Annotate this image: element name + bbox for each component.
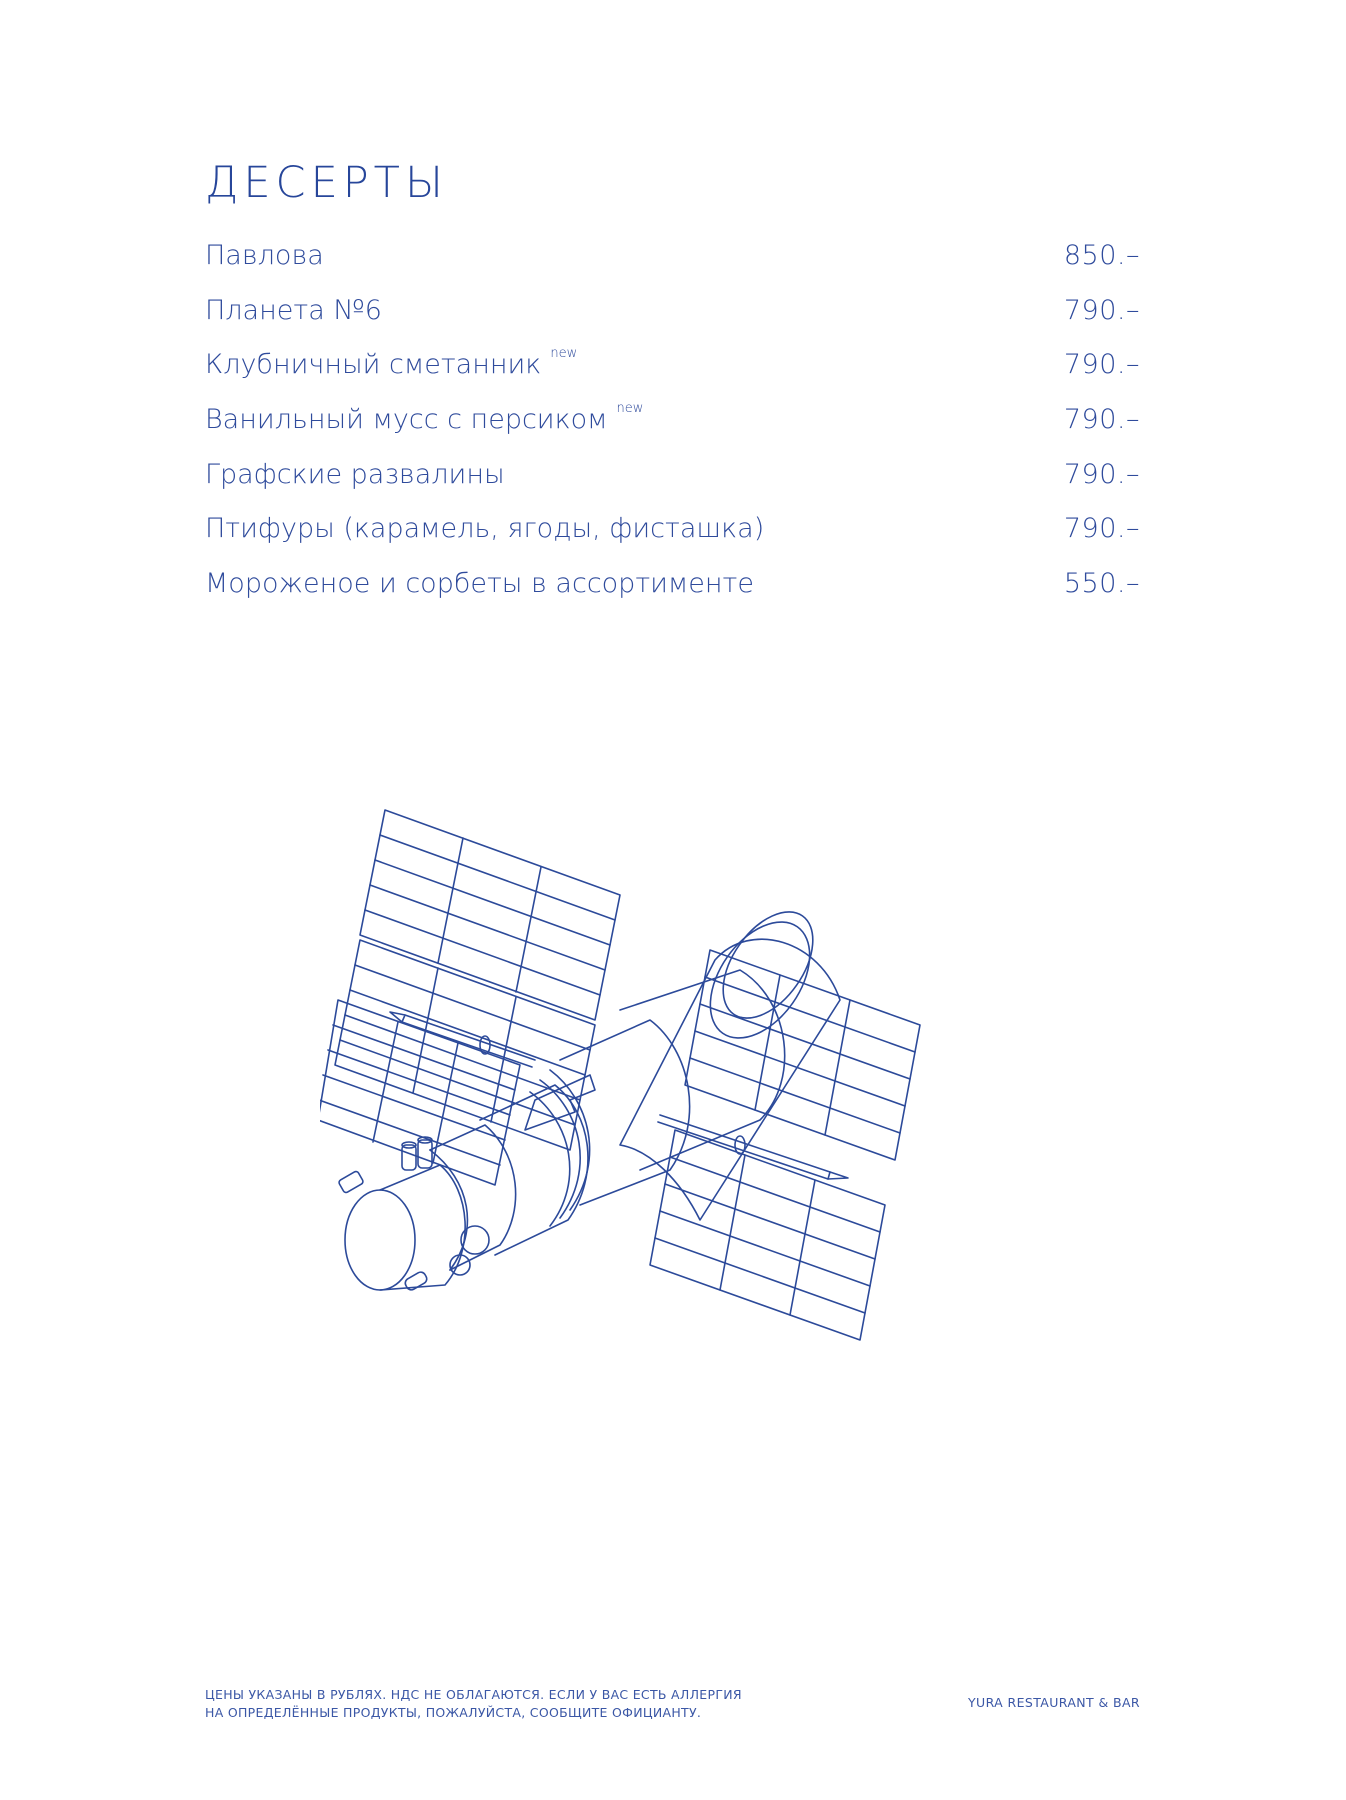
menu-item-price: 790.– (1063, 294, 1140, 326)
menu-item: Птифуры (карамель, ягоды, фисташка) 790.… (205, 513, 1140, 568)
menu-item: Павлова 850.– (205, 240, 1140, 295)
allergy-notice-line: ЦЕНЫ УКАЗАНЫ В РУБЛЯХ. НДС НЕ ОБЛАГАЮТСЯ… (205, 1687, 742, 1702)
menu-item-price: 790.– (1063, 404, 1140, 436)
right-boom (657, 1114, 849, 1180)
menu-item: Планета №6 790.– (205, 295, 1140, 350)
restaurant-brand: YURA RESTAURANT & BAR (968, 1695, 1140, 1710)
menu-item-price: 790.– (1063, 349, 1140, 381)
menu-item: Мороженое и сорбеты в ассортименте 550.– (205, 568, 1140, 623)
menu-item-name: Клубничный сметанник (205, 349, 542, 381)
solar-panel-upper-right (684, 949, 921, 1161)
menu-item-price: 850.– (1063, 240, 1140, 271)
menu-item: Ванильный мусс с персиком new 790.– (205, 401, 1140, 459)
menu-item-name: Ванильный мусс с персиком (205, 404, 608, 436)
aft-section (338, 1136, 490, 1291)
menu-item: Клубничный сметанник new 790.– (205, 346, 1140, 404)
satellite-body (429, 911, 841, 1271)
menu-item-name: Мороженое и сорбеты в ассортименте (205, 568, 754, 600)
menu-item-price: 790.– (1063, 458, 1140, 490)
menu-item: Графские развалины 790.– (205, 459, 1140, 514)
section-title: ДЕСЕРТЫ (205, 158, 448, 208)
new-badge: new (616, 401, 644, 417)
dessert-menu-list: Павлова 850.– Планета №6 790.– Клубничны… (205, 240, 1140, 623)
solar-panel-lower-right (649, 1129, 886, 1341)
solar-panel-upper-left (334, 809, 621, 1151)
allergy-notice-line: НА ОПРЕДЕЛЁННЫЕ ПРОДУКТЫ, ПОЖАЛУЙСТА, СО… (205, 1705, 702, 1720)
new-badge: new (550, 346, 578, 362)
menu-item-name: Планета №6 (205, 294, 382, 326)
menu-item-price: 790.– (1063, 513, 1140, 545)
satellite-illustration (320, 809, 921, 1341)
menu-item-name: Графские развалины (205, 458, 505, 490)
menu-item-price: 550.– (1063, 568, 1140, 600)
allergy-notice: ЦЕНЫ УКАЗАНЫ В РУБЛЯХ. НДС НЕ ОБЛАГАЮТСЯ… (205, 1686, 742, 1722)
left-boom (389, 1011, 536, 1068)
menu-item-name: Птифуры (карамель, ягоды, фисташка) (205, 513, 765, 545)
menu-item-name: Павлова (205, 240, 324, 271)
